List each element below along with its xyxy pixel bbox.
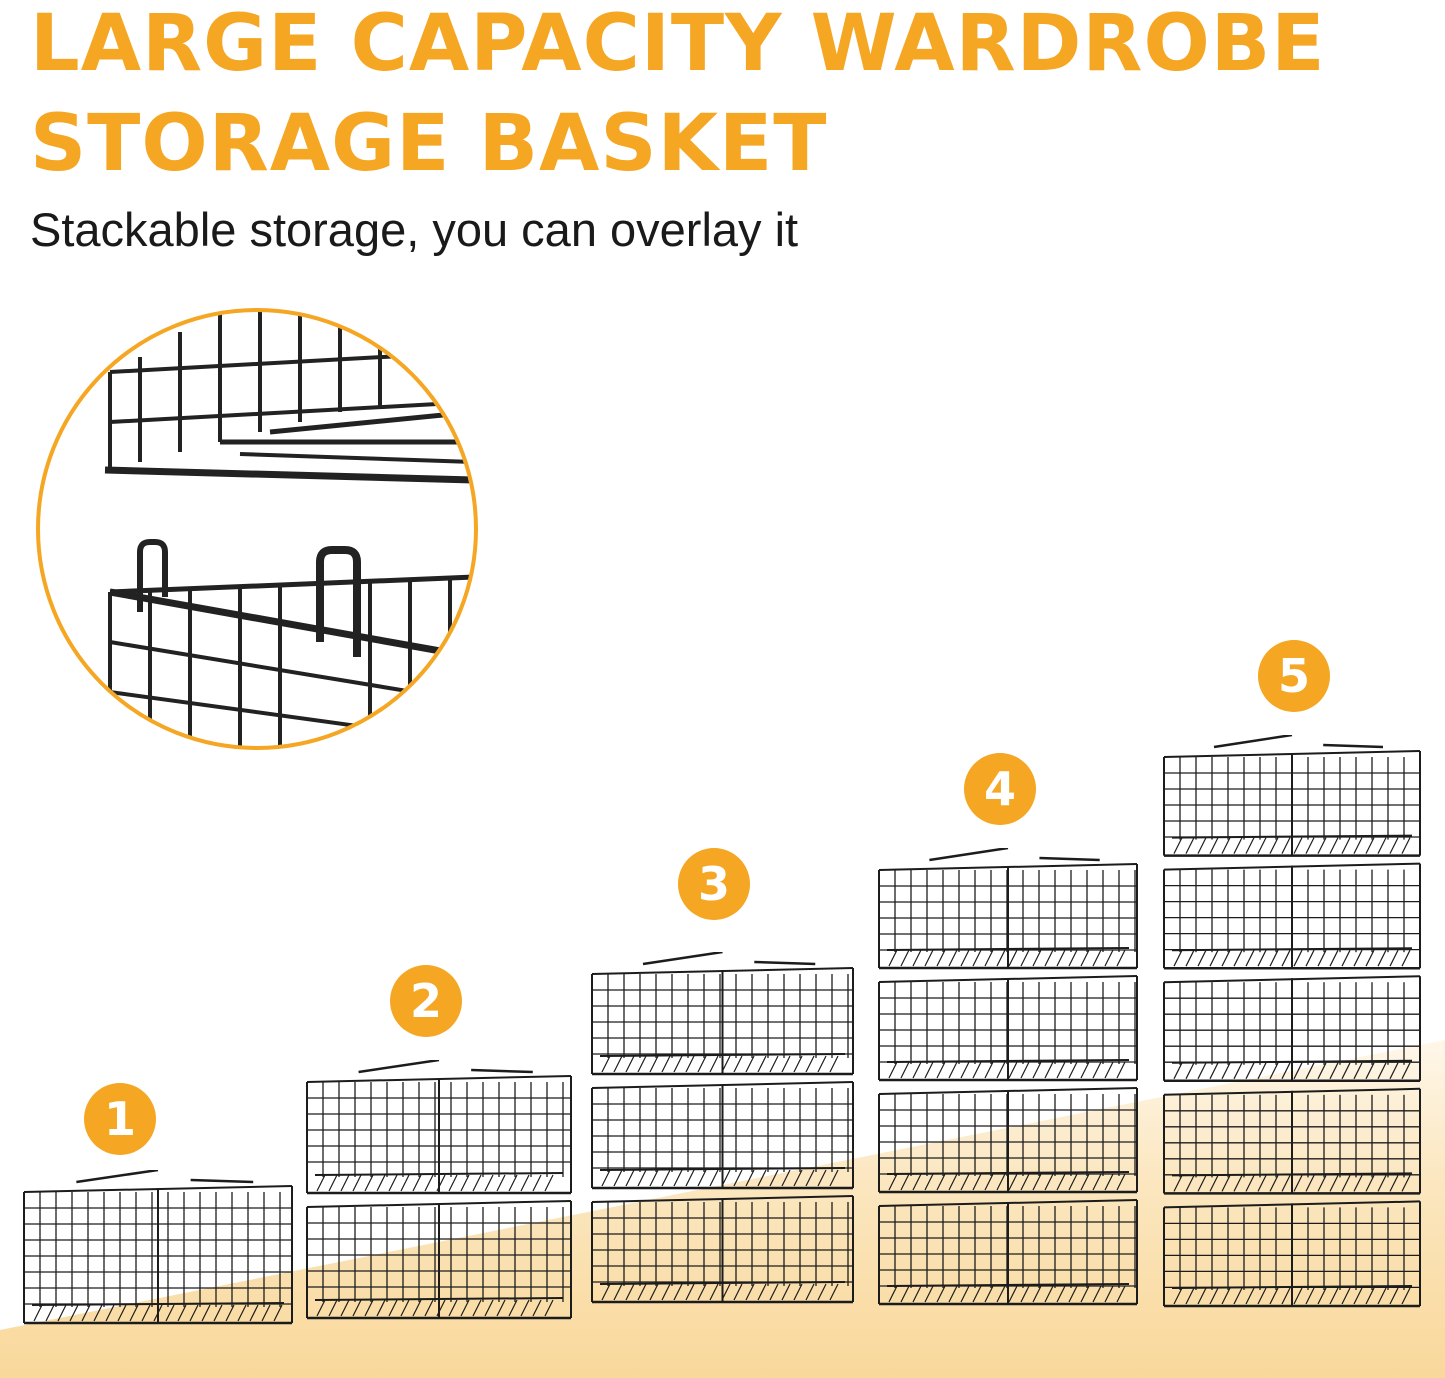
- wire-basket: [306, 1200, 572, 1320]
- wire-basket: [1163, 862, 1421, 970]
- wire-basket: [878, 1087, 1138, 1194]
- basket-stack-1: [22, 1170, 294, 1325]
- wire-basket: [23, 1170, 293, 1325]
- wire-basket: [1163, 975, 1421, 1083]
- title-line-2: STORAGE BASKET: [30, 99, 828, 189]
- stack-2-badge: 2: [390, 965, 462, 1037]
- wire-basket: [1163, 1200, 1421, 1308]
- stack-1-badge: 1: [84, 1083, 156, 1155]
- title-line-1: LARGE CAPACITY WARDROBE: [30, 0, 1326, 89]
- wire-basket: [1163, 1087, 1421, 1195]
- wire-basket: [1163, 735, 1421, 857]
- wire-basket: [878, 1199, 1138, 1306]
- stack-4-badge: 4: [964, 753, 1036, 825]
- stack-5-badge: 5: [1258, 640, 1330, 712]
- wire-hook-detail-image: [104, 312, 474, 746]
- wire-basket: [591, 1081, 854, 1190]
- basket-stack-5: [1162, 735, 1422, 1308]
- wire-basket: [878, 975, 1138, 1082]
- basket-stack-4: [877, 848, 1139, 1306]
- stacking-detail-zoom: [36, 308, 478, 750]
- wire-basket: [878, 848, 1138, 970]
- basket-stack-2: [305, 1060, 573, 1320]
- wire-basket: [306, 1060, 572, 1195]
- basket-stack-3: [590, 952, 855, 1304]
- subtitle: Stackable storage, you can overlay it: [30, 203, 799, 256]
- wire-basket: [591, 1195, 854, 1304]
- page-title: LARGE CAPACITY WARDROBE STORAGE BASKET: [30, 0, 1326, 194]
- wire-basket: [591, 952, 854, 1076]
- stack-3-badge: 3: [678, 848, 750, 920]
